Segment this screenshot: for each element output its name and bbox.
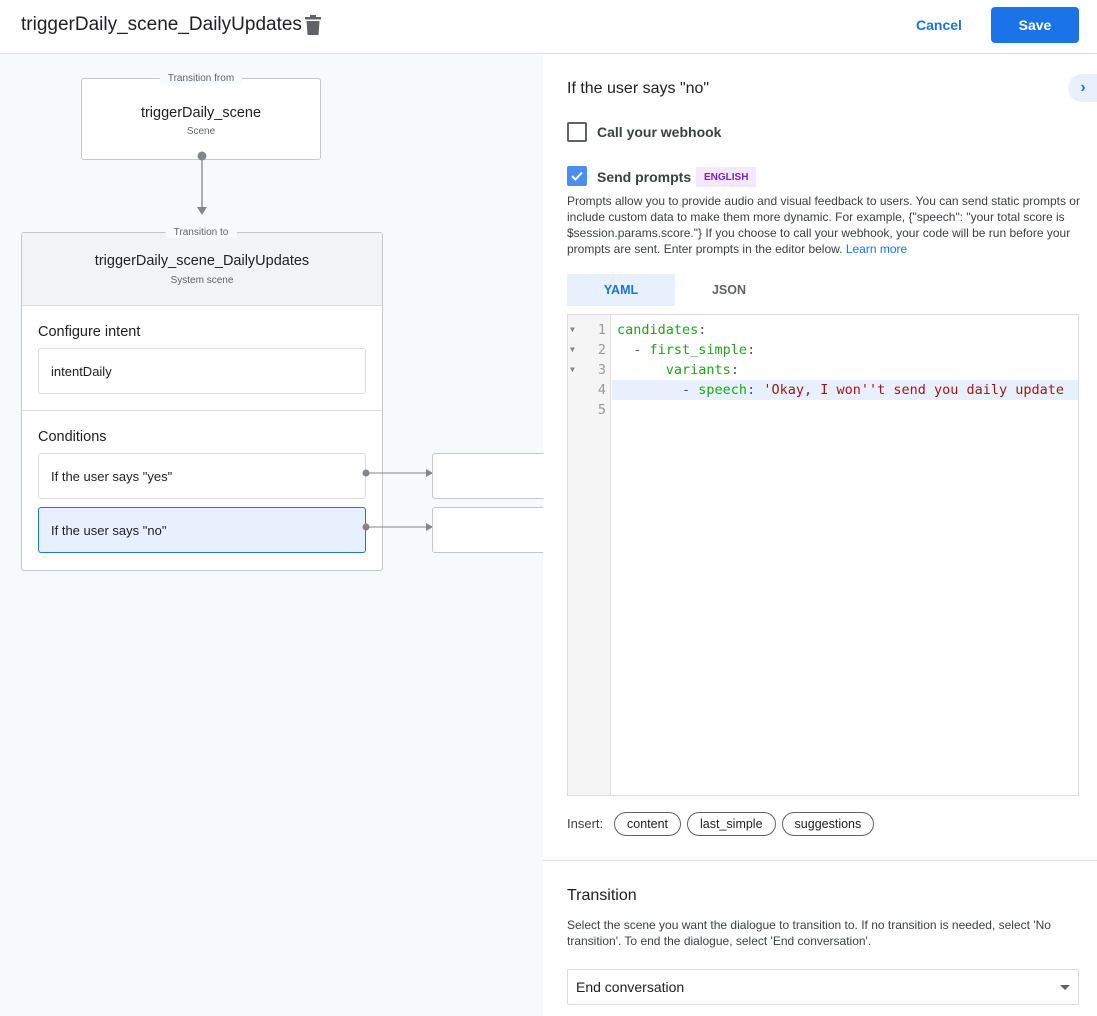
header: triggerDaily_scene_DailyUpdates Cancel S… <box>0 0 1097 54</box>
to-scene-type: System scene <box>170 275 234 286</box>
insert-chip-last-simple[interactable]: last_simple <box>687 812 776 836</box>
fold-arrow-icon[interactable]: ▼ <box>570 325 575 334</box>
fold-arrow-icon[interactable]: ▼ <box>570 345 575 354</box>
yaml-key: candidates <box>617 322 699 338</box>
insert-chips: content last_simple suggestions <box>614 812 875 836</box>
line-number: 2 <box>597 342 606 358</box>
condition-panel: › If the user says "no" Call your webhoo… <box>543 54 1097 1016</box>
yaml-key: speech <box>698 382 748 398</box>
yaml-string: 'Okay, I won''t send you daily update <box>763 382 1065 398</box>
transition-to-label: Transition to <box>165 227 237 238</box>
transition-heading: Transition <box>567 887 637 904</box>
description-text: Prompts allow you to provide audio and v… <box>567 194 1080 256</box>
yaml-sep: : <box>730 362 739 378</box>
configure-intent-heading: Configure intent <box>38 324 141 340</box>
code-editor[interactable]: ▼ 1 candidates: ▼ 2 - first_simple: ▼ 3 varian… <box>567 314 1079 796</box>
scene-canvas: triggerDaily_scene Scene Transition from… <box>0 54 543 1016</box>
tab-yaml[interactable]: YAML <box>567 274 675 306</box>
code-line: ▼ 3 variants: <box>568 360 1078 380</box>
code-line: 5 <box>568 400 1078 420</box>
send-prompts-label: Send prompts <box>597 169 692 185</box>
line-number: 3 <box>597 362 606 378</box>
yaml-sep: : <box>747 342 756 358</box>
insert-chip-suggestions[interactable]: suggestions <box>781 812 875 836</box>
page-title: triggerDaily_scene_DailyUpdates <box>21 14 302 35</box>
webhook-label: Call your webhook <box>597 124 722 140</box>
conditions-heading: Conditions <box>38 429 107 445</box>
code-indent <box>617 362 666 378</box>
from-scene-type: Scene <box>186 126 216 137</box>
transition-select[interactable]: End conversation <box>567 969 1079 1005</box>
yes-target-node[interactable] <box>432 453 543 499</box>
check-icon <box>571 171 583 181</box>
code-line: ▼ 1 candidates: <box>568 320 1078 340</box>
connector-arrow <box>197 151 207 215</box>
trash-icon[interactable] <box>304 14 322 36</box>
condition-no[interactable]: If the user says "no" <box>38 507 366 553</box>
line-number: 4 <box>597 382 606 398</box>
code-line: ▼ 2 - first_simple: <box>568 340 1078 360</box>
panel-heading: If the user says "no" <box>567 80 710 97</box>
transition-from-label: Transition from <box>159 73 243 84</box>
line-number: 1 <box>597 322 606 338</box>
line-number: 5 <box>597 402 606 418</box>
from-scene-name: triggerDaily_scene <box>140 105 262 121</box>
yaml-key: variants <box>665 362 731 378</box>
language-badge: ENGLISH <box>696 167 757 187</box>
dropdown-arrow-icon <box>1060 985 1070 990</box>
from-scene-node[interactable]: triggerDaily_scene Scene <box>81 78 321 160</box>
condition-yes[interactable]: If the user says "yes" <box>38 453 366 499</box>
fold-arrow-icon[interactable]: ▼ <box>570 365 575 374</box>
code-indent: - <box>617 382 699 398</box>
to-scene-node: triggerDaily_scene_DailyUpdates System s… <box>21 232 383 571</box>
yaml-sep: : <box>747 382 764 398</box>
code-line: 4 - speech: 'Okay, I won''t send you dai… <box>568 380 1078 400</box>
prompts-description: Prompts allow you to provide audio and v… <box>567 193 1082 257</box>
send-prompts-checkbox[interactable] <box>567 166 587 186</box>
yaml-key: first_simple <box>649 342 748 358</box>
condition-connectors <box>362 469 433 531</box>
no-target-node[interactable] <box>432 507 543 553</box>
transition-description: Select the scene you want the dialogue t… <box>567 918 1051 948</box>
yaml-sep: : <box>698 322 707 338</box>
save-button[interactable]: Save <box>991 7 1079 43</box>
tab-json[interactable]: JSON <box>711 283 747 297</box>
learn-more-link[interactable]: Learn more <box>845 242 908 256</box>
webhook-checkbox[interactable] <box>567 122 587 142</box>
insert-chip-content[interactable]: content <box>614 812 682 836</box>
to-scene-name: triggerDaily_scene_DailyUpdates <box>94 253 310 269</box>
collapse-panel-chevron-icon[interactable]: › <box>1068 74 1097 102</box>
insert-label: Insert: <box>567 816 604 831</box>
transition-value: End conversation <box>576 979 685 995</box>
cancel-button[interactable]: Cancel <box>916 17 962 33</box>
code-indent: - <box>617 342 650 358</box>
intent-field[interactable]: intentDaily <box>38 348 366 394</box>
